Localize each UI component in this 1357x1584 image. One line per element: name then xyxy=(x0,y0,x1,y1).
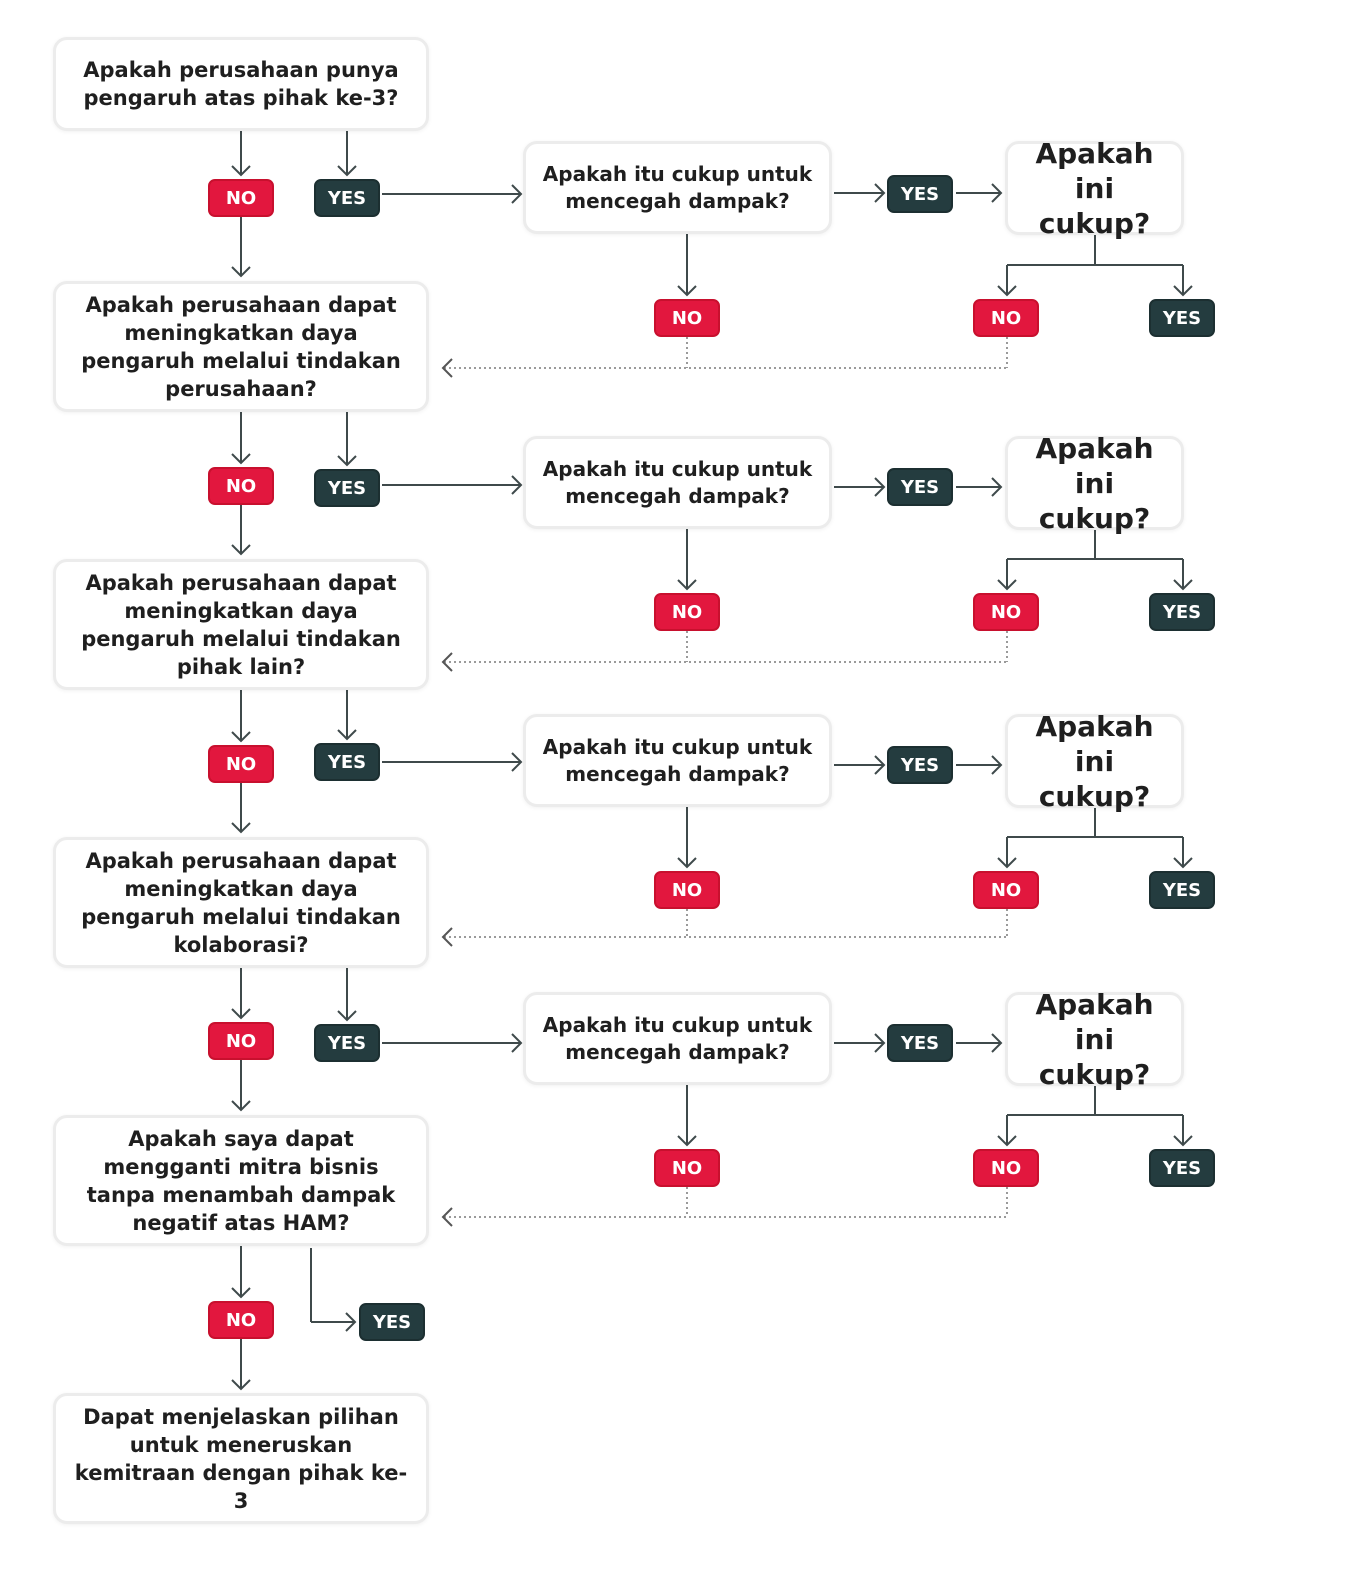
arrow-head-down xyxy=(997,1135,1017,1147)
question-increase-leverage-company: Apakah perusahaan dapat meningkatkan day… xyxy=(53,281,429,412)
arrow-head-down xyxy=(337,729,357,741)
arrow-head-right xyxy=(511,1033,523,1053)
badge-yes: YES xyxy=(1149,299,1215,337)
badge-yes: YES xyxy=(887,746,953,784)
badge-no: NO xyxy=(654,593,720,631)
arrow-head-right xyxy=(874,183,886,203)
arrow-head-down xyxy=(677,285,697,297)
question-replace-partner: Apakah saya dapat mengganti mitra bisnis… xyxy=(53,1115,429,1246)
question-sufficient-prevent-4: Apakah itu cukup untuk mencegah dampak? xyxy=(523,992,832,1085)
question-is-enough-3: Apakah ini cukup? xyxy=(1005,710,1184,813)
badge-no: NO xyxy=(973,1149,1039,1187)
question-is-enough-2: Apakah ini cukup? xyxy=(1005,432,1184,535)
arrow-head-down xyxy=(231,731,251,743)
arrow-head-right xyxy=(874,1033,886,1053)
arrow-head-right xyxy=(874,477,886,497)
final-statement: Dapat menjelaskan pilihan untuk menerusk… xyxy=(53,1393,429,1524)
arrow-head-down xyxy=(231,1100,251,1112)
arrow-head-down xyxy=(1173,579,1193,591)
arrow-head-right xyxy=(991,477,1003,497)
arrow-head-down xyxy=(997,285,1017,297)
arrow-head-down xyxy=(1173,857,1193,869)
arrow-head-left xyxy=(441,1207,453,1227)
arrow-head-left xyxy=(441,652,453,672)
badge-yes: YES xyxy=(1149,871,1215,909)
question-is-enough-4: Apakah ini cukup? xyxy=(1005,988,1184,1091)
arrow-head-right xyxy=(511,475,523,495)
arrow-head-right xyxy=(991,183,1003,203)
arrow-head-down xyxy=(231,822,251,834)
arrow-head-down xyxy=(231,544,251,556)
badge-no: NO xyxy=(208,467,274,505)
arrow-head-right xyxy=(345,1312,357,1332)
badge-no: NO xyxy=(208,1022,274,1060)
badge-no: NO xyxy=(654,1149,720,1187)
question-sufficient-prevent-2: Apakah itu cukup untuk mencegah dampak? xyxy=(523,436,832,529)
arrow-head-down xyxy=(231,453,251,465)
badge-yes: YES xyxy=(314,743,380,781)
arrow-head-down xyxy=(337,165,357,177)
badge-yes: YES xyxy=(1149,1149,1215,1187)
badge-no: NO xyxy=(973,593,1039,631)
question-sufficient-prevent-1: Apakah itu cukup untuk mencegah dampak? xyxy=(523,141,832,234)
badge-yes: YES xyxy=(887,1024,953,1062)
badge-no: NO xyxy=(973,871,1039,909)
arrow-head-down xyxy=(997,857,1017,869)
badge-yes: YES xyxy=(359,1303,425,1341)
arrow-head-down xyxy=(997,579,1017,591)
arrow-head-left xyxy=(441,927,453,947)
badge-no: NO xyxy=(654,299,720,337)
badge-yes: YES xyxy=(314,179,380,217)
badge-yes: YES xyxy=(314,1024,380,1062)
arrow-head-right xyxy=(511,752,523,772)
question-sufficient-prevent-3: Apakah itu cukup untuk mencegah dampak? xyxy=(523,714,832,807)
arrow-head-down xyxy=(1173,1135,1193,1147)
question-influence: Apakah perusahaan punya pengaruh atas pi… xyxy=(53,37,429,131)
badge-no: NO xyxy=(654,871,720,909)
arrow-head-down xyxy=(677,1135,697,1147)
badge-no: NO xyxy=(208,179,274,217)
arrow-head-down xyxy=(231,1287,251,1299)
badge-yes: YES xyxy=(887,175,953,213)
arrow-head-down xyxy=(337,1010,357,1022)
arrow-head-down xyxy=(231,165,251,177)
arrow-head-right xyxy=(991,1033,1003,1053)
arrow-head-right xyxy=(874,755,886,775)
question-increase-leverage-others: Apakah perusahaan dapat meningkatkan day… xyxy=(53,559,429,690)
arrow-head-down xyxy=(677,857,697,869)
badge-no: NO xyxy=(973,299,1039,337)
question-is-enough-1: Apakah ini cukup? xyxy=(1005,137,1184,240)
arrow-head-down xyxy=(231,266,251,278)
badge-yes: YES xyxy=(314,469,380,507)
arrow-head-down xyxy=(337,455,357,467)
arrow-head-down xyxy=(231,1379,251,1391)
badge-no: NO xyxy=(208,1301,274,1339)
arrow-head-left xyxy=(441,358,453,378)
badge-no: NO xyxy=(208,745,274,783)
badge-yes: YES xyxy=(887,468,953,506)
badge-yes: YES xyxy=(1149,593,1215,631)
question-increase-leverage-collaboration: Apakah perusahaan dapat meningkatkan day… xyxy=(53,837,429,968)
arrow-head-down xyxy=(231,1008,251,1020)
arrow-head-right xyxy=(511,184,523,204)
arrow-head-down xyxy=(1173,285,1193,297)
arrow-head-right xyxy=(991,755,1003,775)
arrow-head-down xyxy=(677,579,697,591)
